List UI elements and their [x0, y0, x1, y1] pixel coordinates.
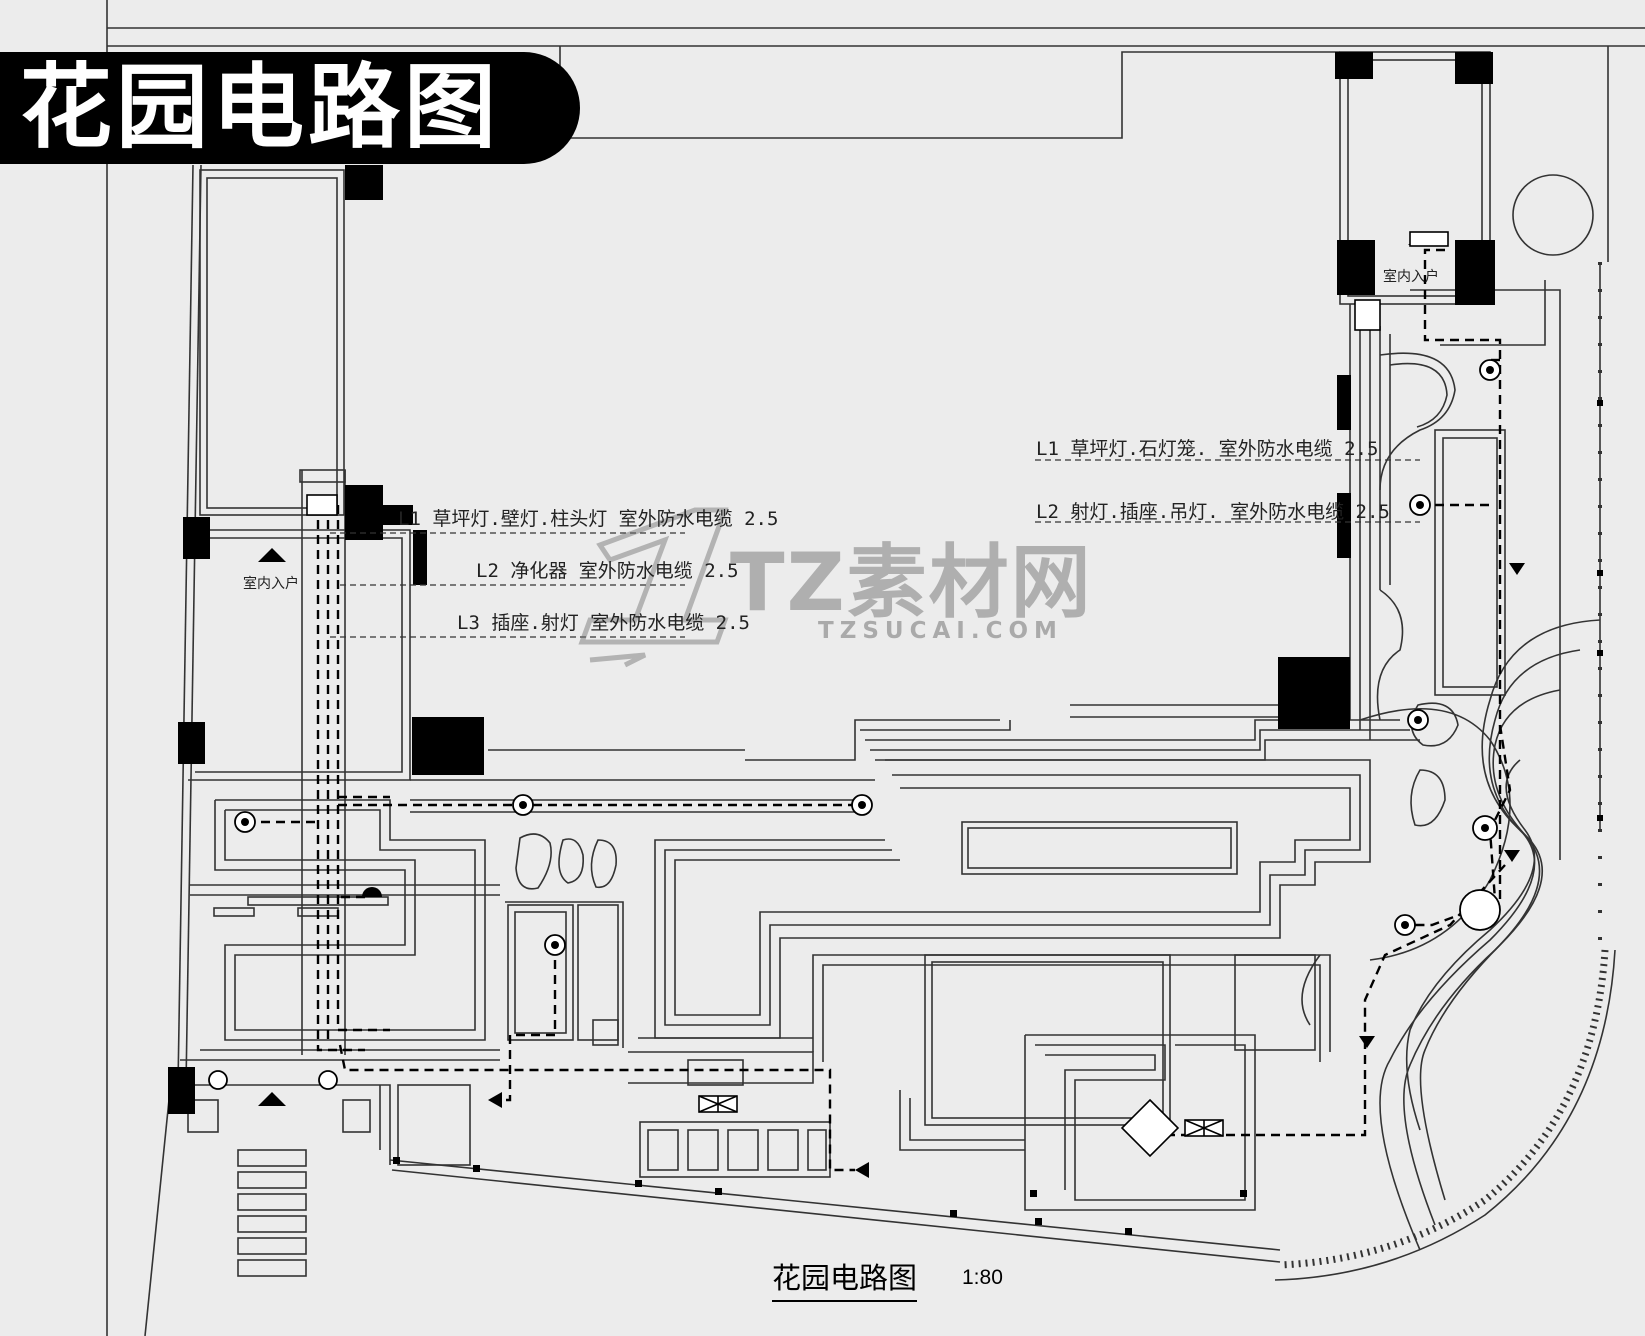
- entry-triangle-icon: [258, 548, 286, 562]
- left-note-l3: L3 插座.射灯 室外防水电缆 2.5: [457, 612, 750, 634]
- left-entry-label: 室内入户: [243, 576, 299, 592]
- right-note-l2: L2 射灯.插座.吊灯. 室外防水电缆 2.5: [1036, 501, 1390, 523]
- rock-2: [558, 838, 585, 884]
- rock-3: [590, 839, 617, 889]
- right-note-l1: L1 草坪灯.石灯笼. 室外防水电缆 2.5: [1036, 438, 1379, 460]
- watermark-logo: [578, 507, 729, 668]
- left-note-l2: L2 净化器 室外防水电缆 2.5: [476, 560, 739, 582]
- pendant-light-icon: [1459, 889, 1501, 931]
- entry-triangle-icon: [258, 1092, 286, 1106]
- rock-1: [515, 833, 552, 890]
- spotlight-icon: [1509, 563, 1525, 575]
- wall-light-icon: [318, 1070, 338, 1090]
- watermark-url: TZSUCAI.COM: [818, 618, 1063, 644]
- left-note-l1: L1 草坪灯.壁灯.柱头灯 室外防水电缆 2.5: [398, 508, 779, 530]
- drawing-scale: 1:80: [962, 1266, 1003, 1289]
- rock-5: [1410, 769, 1446, 827]
- spotlight-icon: [362, 887, 382, 897]
- banner-title: 花园电路图: [20, 54, 501, 161]
- junction-boxes: [306, 231, 1449, 1158]
- spotlight-icon: [488, 1092, 502, 1108]
- left-building-block: [199, 169, 345, 516]
- neighbour-outline: [559, 46, 1340, 139]
- curved-boundary-hatch: [1279, 949, 1609, 1269]
- spotlight-icon: [855, 1162, 869, 1178]
- round-planter: [1512, 174, 1594, 256]
- long-planter: [961, 821, 1238, 875]
- right-building-block: [1339, 51, 1491, 305]
- fountain-light-icon: [1120, 1098, 1180, 1158]
- right-entry-label: 室内入户: [1383, 269, 1439, 285]
- drawing-caption: 花园电路图: [772, 1255, 918, 1302]
- spotlight-icon: [1504, 850, 1520, 862]
- spotlight-icon: [1359, 1036, 1375, 1048]
- wall-light-icon: [208, 1070, 228, 1090]
- watermark-text: TZ素材网: [730, 536, 1093, 629]
- structural-columns: [168, 52, 1495, 1114]
- title-banner: 花园电路图: [0, 52, 580, 164]
